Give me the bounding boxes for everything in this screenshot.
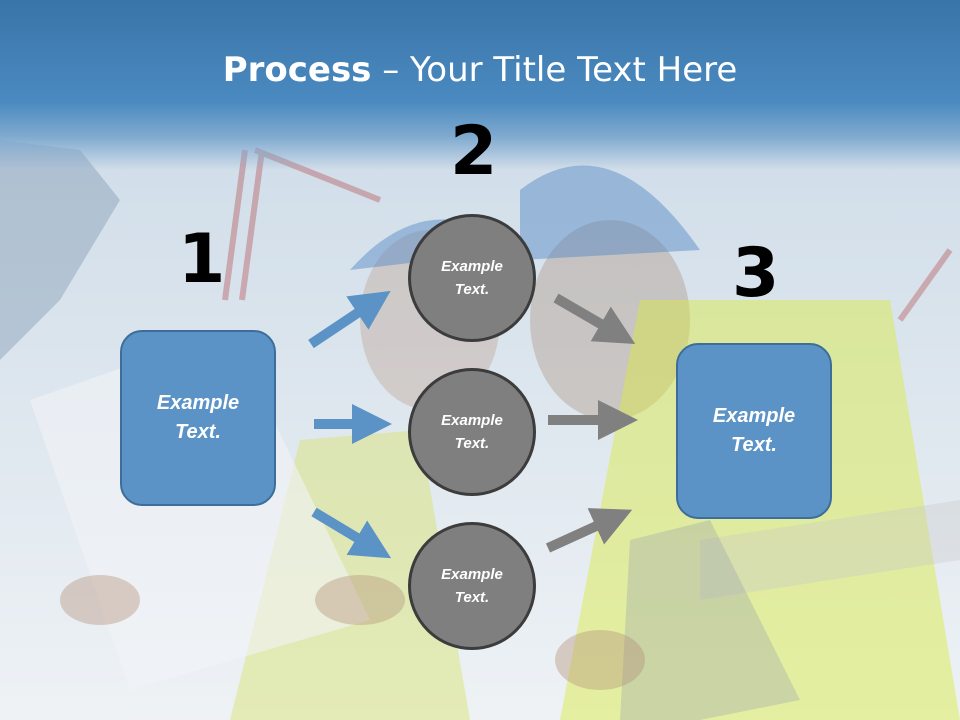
arrow-from-circle-1 — [553, 293, 636, 345]
step-2-circle-1: Example Text. — [408, 214, 536, 342]
step-number-2: 2 — [450, 112, 498, 191]
step-1-box: Example Text. — [120, 330, 276, 506]
title-bold: Process — [222, 50, 372, 90]
arrow-from-circle-3 — [545, 508, 633, 553]
circle-2-label: Example Text. — [441, 412, 503, 452]
title-rest: – Your Title Text Here — [371, 50, 738, 90]
slide-title: Process – Your Title Text Here — [0, 50, 960, 90]
arrow-to-circle-3 — [311, 507, 392, 559]
arrow-to-circle-1 — [308, 290, 391, 349]
title-band — [0, 0, 960, 170]
step-3-box: Example Text. — [676, 343, 832, 519]
step-2-circle-2: Example Text. — [408, 368, 536, 496]
step-number-1: 1 — [178, 220, 226, 299]
step-3-label: Example Text. — [712, 405, 796, 456]
circle-1-label: Example Text. — [441, 258, 503, 298]
step-1-label: Example Text. — [156, 392, 240, 443]
circle-3-label: Example Text. — [441, 566, 503, 606]
step-number-3: 3 — [732, 234, 780, 313]
step-2-circle-3: Example Text. — [408, 522, 536, 650]
